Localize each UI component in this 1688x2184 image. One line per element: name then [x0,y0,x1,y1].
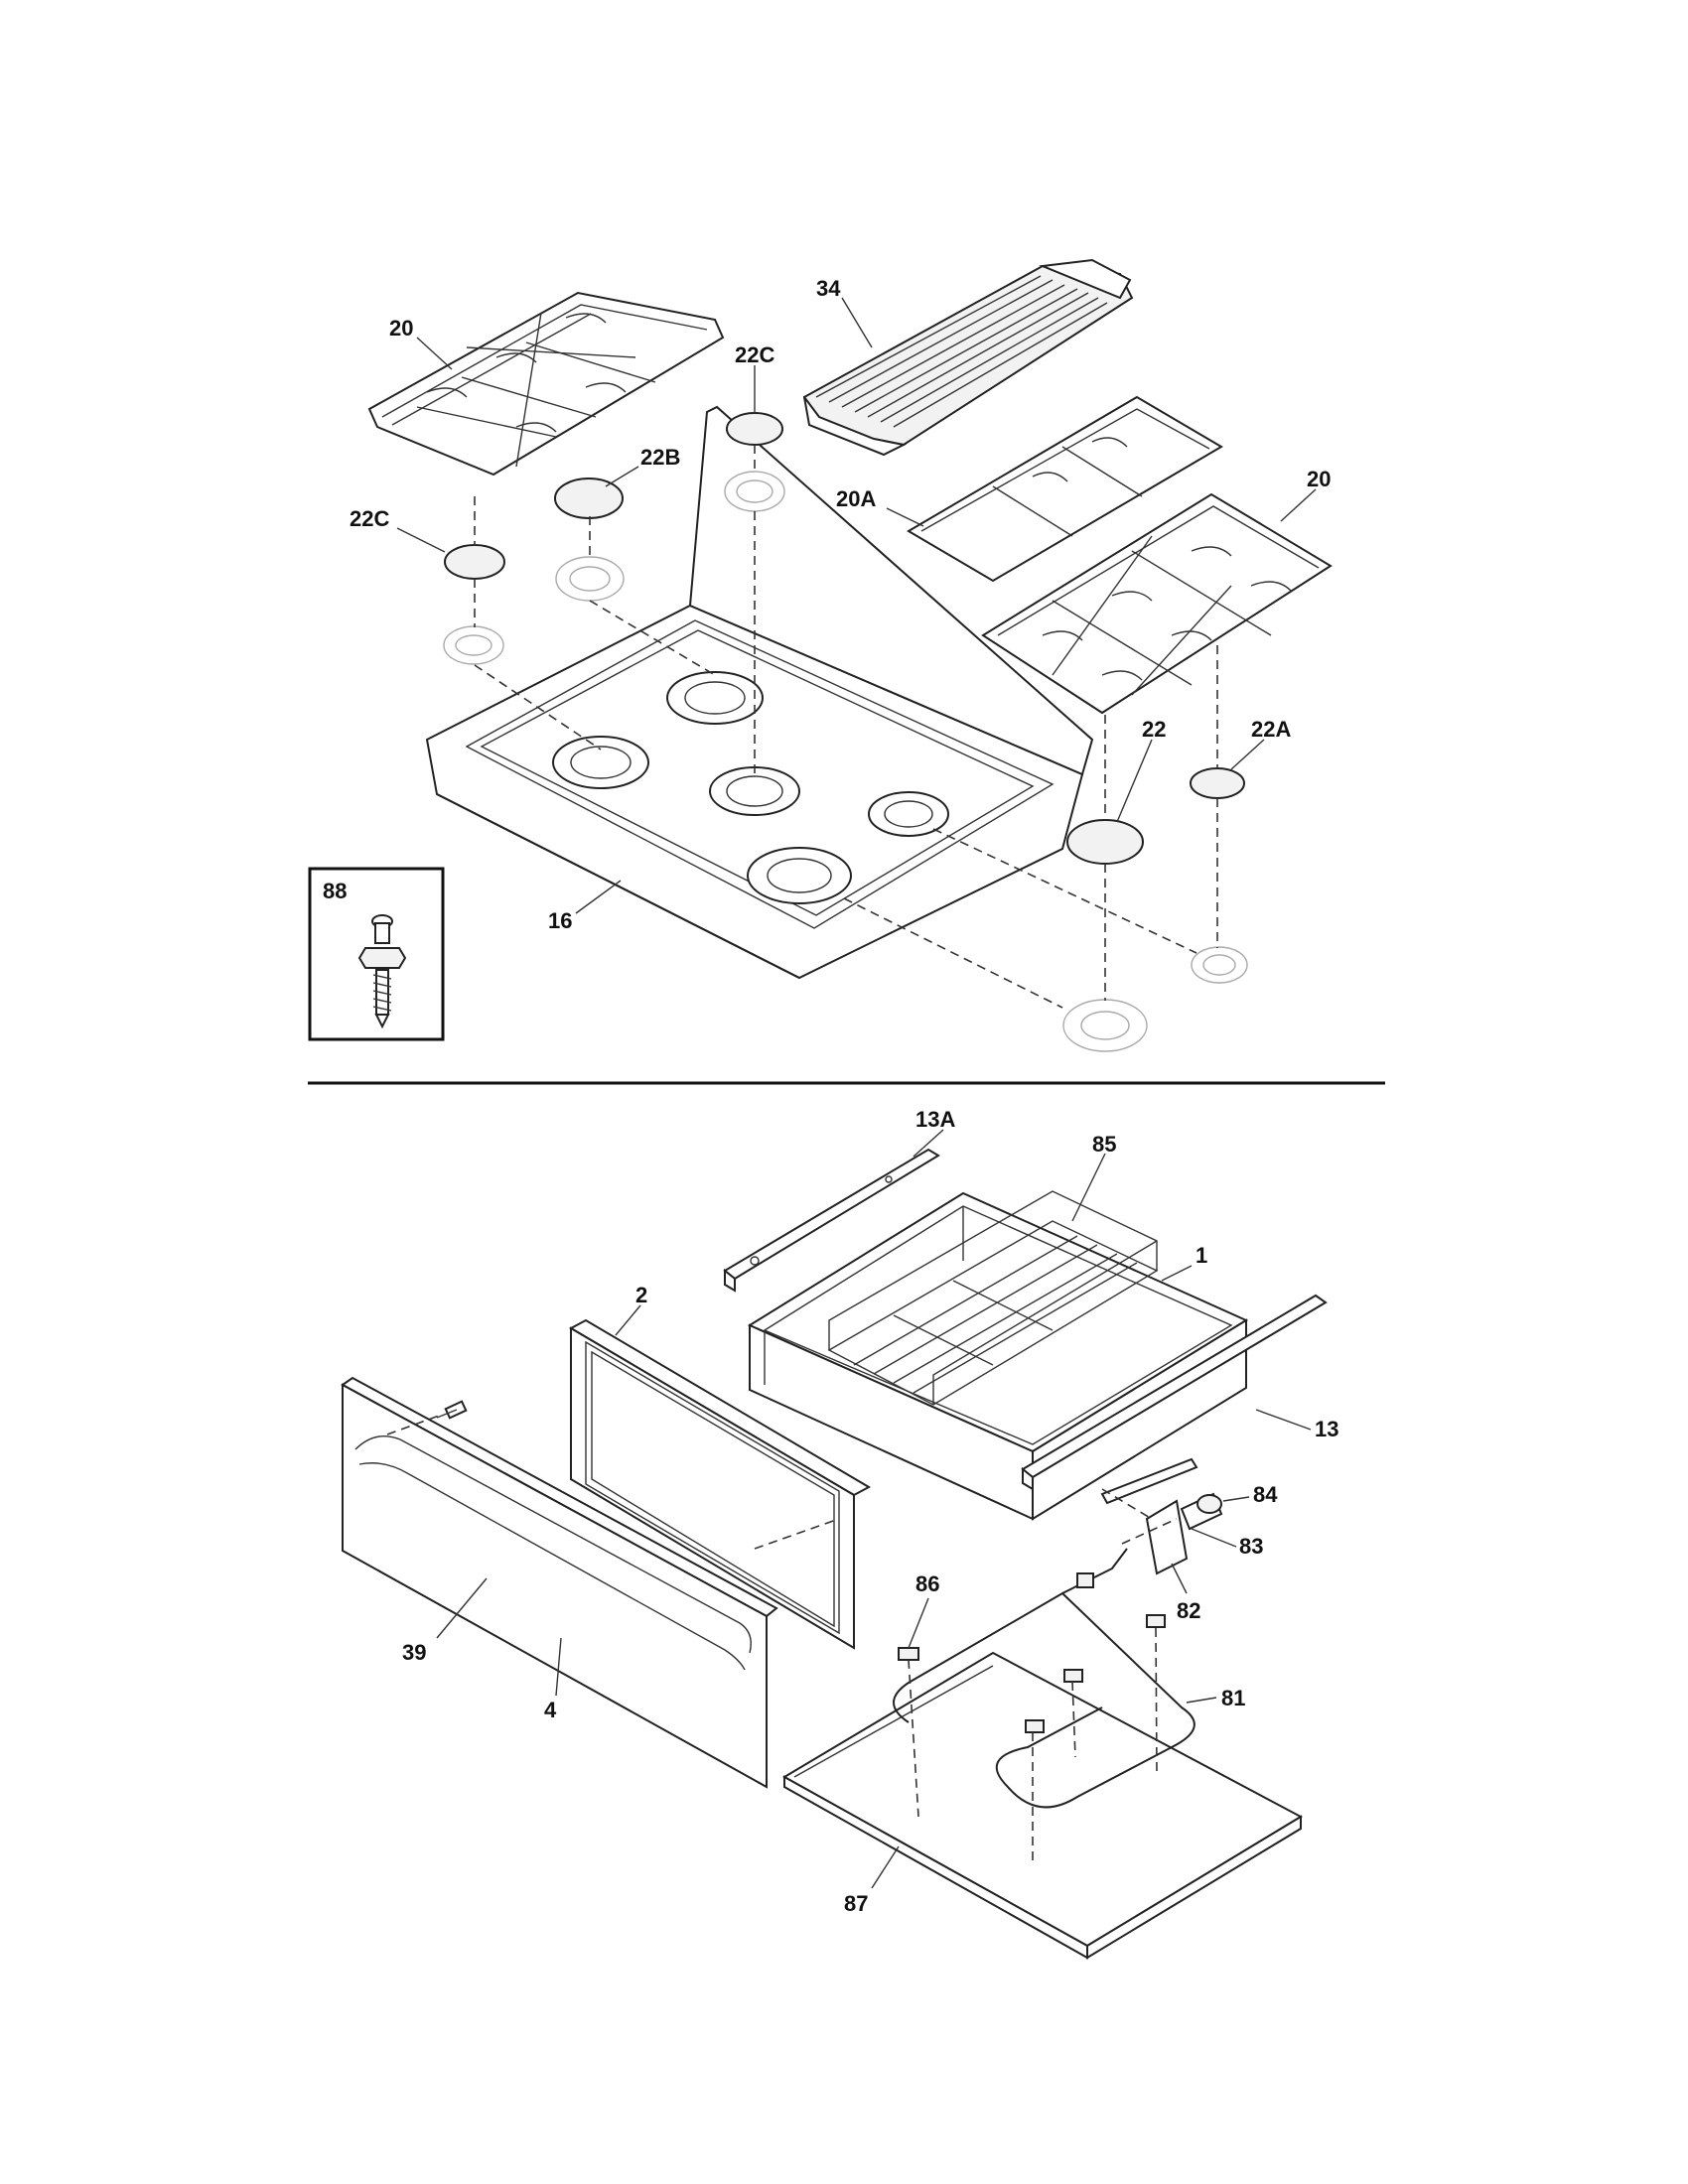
side-rail-right [1021,1294,1328,1491]
callout-22c-top: 22C [735,342,774,367]
callout-4: 4 [544,1698,557,1722]
callout-20-left: 20 [389,316,413,341]
drawer-door-frame [568,1318,872,1650]
top-leader-lines [396,297,1317,914]
callout-83: 83 [1239,1534,1263,1559]
side-rail-left [723,1148,940,1293]
callout-2: 2 [635,1283,647,1307]
burner-heads [443,471,1248,1052]
middle-grate [907,395,1223,583]
lower-rail [1100,1457,1198,1505]
right-burner-grate [981,492,1333,715]
element-bracket [1145,1492,1223,1575]
callout-13a: 13A [915,1107,955,1132]
callout-85: 85 [1092,1132,1116,1157]
cooktop [425,405,1094,980]
callout-82: 82 [1177,1598,1200,1623]
left-burner-grate [367,291,725,477]
bottom-leader-lines [436,1129,1312,1889]
drawer-screw [436,1400,468,1420]
screw-inset-box [308,867,445,1041]
callout-22c-left: 22C [350,506,389,531]
callout-87: 87 [844,1891,868,1916]
callout-86: 86 [915,1571,939,1596]
callout-13: 13 [1315,1417,1338,1441]
callout-22: 22 [1142,717,1166,742]
callout-16: 16 [548,908,572,933]
callout-88: 88 [323,879,347,903]
callout-84: 84 [1253,1482,1278,1507]
callout-20-right: 20 [1307,467,1331,491]
callout-34: 34 [816,276,841,301]
callout-22a: 22A [1251,717,1291,742]
drawer-panel [341,1376,778,1789]
callout-39: 39 [402,1640,426,1665]
bottom-alignment-lines [386,1414,1178,1866]
element-clips [898,1572,1166,1733]
callout-labels: 20 34 22C 22B 22C 20A 20 22 22A 88 16 13… [323,276,1338,1916]
griddle [802,258,1134,457]
callout-81: 81 [1221,1686,1245,1710]
callout-22b: 22B [640,445,680,470]
callout-1: 1 [1196,1243,1207,1268]
top-alignment-lines [474,445,1218,1009]
callout-20a: 20A [836,486,876,511]
